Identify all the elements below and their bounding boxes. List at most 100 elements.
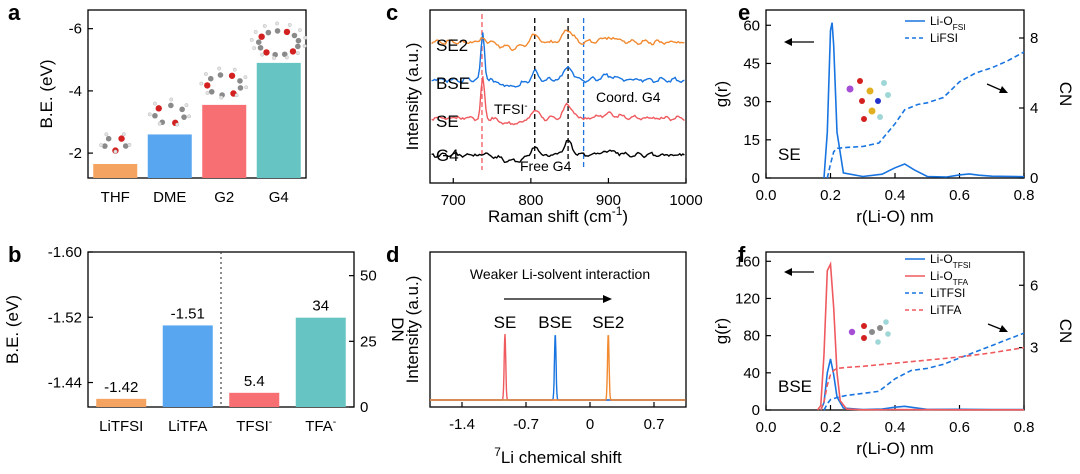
panel-label-f: f	[738, 242, 746, 267]
hydrogen-atom	[234, 93, 239, 98]
hydrogen-atom	[298, 28, 302, 33]
left-y-tick-label: 15	[743, 132, 760, 149]
right-y-axis-label: CN	[1056, 319, 1075, 344]
dme-molecule-icon	[147, 97, 191, 127]
series-label: G4	[436, 146, 459, 165]
right-y-tick-label: 3	[1030, 340, 1038, 357]
atom	[868, 107, 876, 115]
y-tick-label: -4	[69, 83, 82, 100]
hydrogen-atom	[169, 97, 174, 102]
right-axis-arrow-head	[999, 86, 1008, 93]
bar-tfa	[295, 317, 346, 407]
x-tick-label: 0.7	[644, 416, 665, 433]
x-tick-label: TFA-	[305, 416, 337, 435]
x-tick-label: 900	[596, 192, 621, 209]
carbon-atom	[237, 85, 244, 91]
left-y-tick-label: 80	[743, 328, 760, 345]
x-tick-label-sup: -	[333, 416, 337, 428]
x-tick-label: 0.8	[1014, 187, 1035, 204]
carbon-atom	[265, 29, 272, 36]
y-axis-label: B.E. (eV)	[37, 60, 56, 129]
carbon-atom	[208, 88, 215, 95]
y-tick-label: -6	[69, 21, 82, 38]
legend-label: LiTFA	[930, 303, 961, 317]
spectrum-se2	[431, 29, 685, 52]
left-y-tick-label: 0	[752, 170, 760, 187]
series-label: BSE	[436, 74, 470, 93]
series-label: SE2	[436, 36, 468, 55]
series-line-litfa	[820, 346, 1025, 411]
carbon-atom	[295, 43, 301, 50]
x-axis-label-main: Raman shift (cm	[488, 207, 612, 226]
right-y-tick-label: 6	[1030, 277, 1038, 294]
panel-label-e: e	[738, 0, 750, 25]
left-y-tick-label: 60	[743, 17, 760, 34]
litfa-molecule-icon	[848, 319, 891, 345]
left-y-axis-label: g(r)	[712, 318, 731, 344]
plot-frame	[87, 9, 307, 179]
carbon-atom	[291, 32, 298, 39]
hydrogen-atom	[187, 114, 191, 119]
spectrum-bse	[431, 32, 685, 88]
carbon-atom	[122, 143, 129, 149]
bar-tfsi	[229, 392, 280, 407]
annotation-text: SE	[778, 145, 801, 164]
spectrum-g4	[431, 139, 685, 164]
thf-molecule-icon	[99, 132, 132, 154]
annotation-tfsi-main: TFSI	[494, 101, 524, 117]
hydrogen-atom	[272, 56, 276, 60]
hydrogen-atom	[121, 132, 126, 137]
x-tick-label: G4	[269, 189, 289, 206]
right-y-tick-label: 50	[360, 268, 377, 285]
hydrogen-atom	[127, 142, 132, 147]
hydrogen-atom	[284, 55, 289, 60]
panel-label-c: c	[386, 0, 398, 25]
oxygen-atom	[204, 82, 211, 89]
bar-thf	[93, 164, 138, 178]
series-line-liotfa	[816, 261, 1024, 411]
legend-label-sub: TFA	[953, 277, 969, 287]
series-line-litfsi	[823, 332, 1025, 411]
hydrogen-atom	[244, 85, 249, 90]
hydrogen-atom	[249, 37, 254, 42]
x-axis-label: r(Li-O) nm	[856, 439, 933, 458]
legend-label-sub: TFSI	[953, 260, 971, 270]
carbon-atom	[217, 72, 224, 78]
atom	[877, 325, 883, 331]
hydrogen-atom	[243, 75, 248, 80]
left-y-tick-label: 30	[743, 94, 760, 111]
carbon-atom	[179, 106, 185, 113]
hydrogen-atom	[113, 149, 118, 154]
x-axis-label-main: Li chemical shift	[501, 448, 622, 467]
oxygen-atom	[118, 135, 125, 142]
hydrogen-atom	[275, 21, 279, 26]
lifsi-molecule-icon	[846, 78, 891, 122]
hydrogen-atom	[157, 121, 162, 126]
x-axis-label-end: )	[622, 207, 628, 226]
atom	[866, 87, 874, 95]
hydrogen-atom	[147, 112, 152, 117]
plot-frame	[429, 251, 687, 408]
carbon-atom	[237, 78, 243, 84]
bar-g4	[256, 62, 301, 179]
x-axis-label: Raman shift (cm-1)	[488, 204, 628, 226]
x-tick-label: DME	[153, 189, 186, 206]
x-tick-label: LiTFA	[168, 418, 207, 435]
x-tick-label: 0.8	[1014, 419, 1035, 436]
carbon-atom	[168, 102, 174, 109]
data-label: 34	[312, 298, 329, 315]
data-label: -1.51	[171, 305, 205, 322]
oxygen-atom	[283, 28, 291, 36]
left-y-tick-label: 160	[735, 253, 760, 270]
atom	[883, 319, 889, 325]
panel-label-d: d	[386, 242, 399, 267]
right-axis-arrow-head	[999, 325, 1008, 332]
x-tick-label: THF	[101, 189, 130, 206]
hydrogen-atom	[232, 67, 237, 72]
legend-label: Li-OFSI	[930, 14, 966, 32]
y-axis-label: Intensity (a.u.)	[403, 43, 422, 151]
